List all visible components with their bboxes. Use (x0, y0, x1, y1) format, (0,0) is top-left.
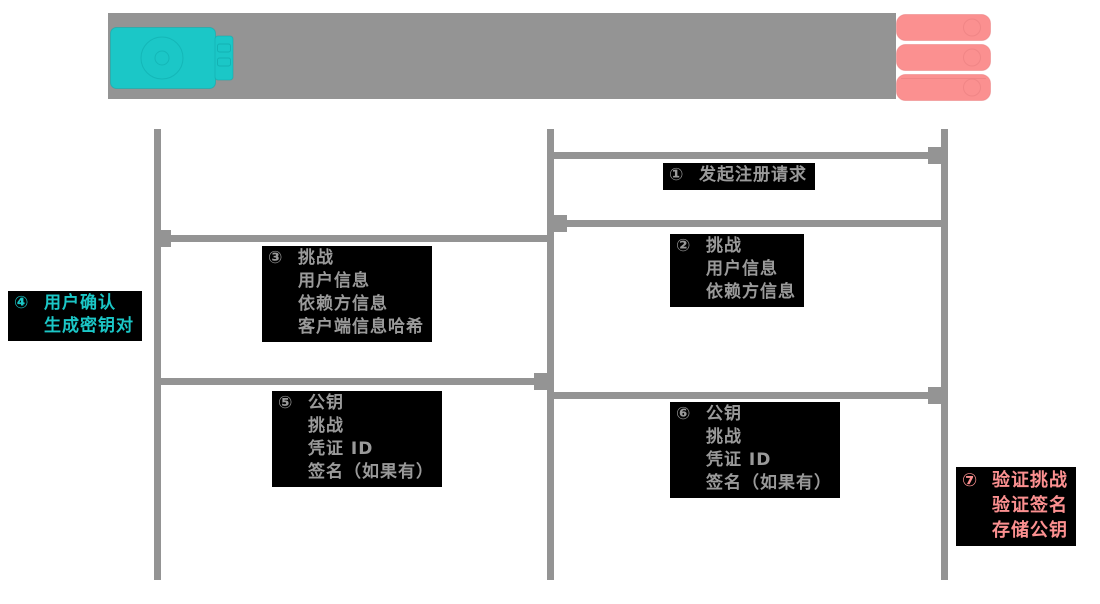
message-text: 依赖方信息 (706, 282, 796, 302)
message-text: 用户信息 (298, 271, 370, 291)
message-label-1: ① 发起注册请求 (663, 163, 815, 190)
message-label-5: ⑤ 公钥 挑战 凭证 ID 签名（如果有） (272, 391, 442, 487)
arrowhead-right-icon (928, 387, 941, 404)
lifeline-server (941, 129, 948, 580)
message-text: 公钥 (308, 393, 344, 413)
note-text: 用户确认 (44, 293, 116, 313)
step-number: ⑦ (962, 470, 979, 491)
message-arrow-2 (567, 220, 941, 227)
message-text: 签名（如果有） (308, 462, 434, 482)
message-text: 挑战 (706, 427, 742, 447)
message-label-2: ② 挑战 用户信息 依赖方信息 (670, 234, 804, 307)
title-bar (108, 13, 896, 99)
note-label-4: ④ 用户确认 生成密钥对 (8, 291, 142, 341)
note-text: 存储公钥 (992, 520, 1068, 541)
message-text: 公钥 (706, 404, 742, 424)
step-number: ③ (268, 248, 284, 268)
lifeline-authenticator (154, 129, 161, 580)
step-number: ⑤ (278, 393, 294, 413)
message-arrow-6 (554, 392, 928, 399)
message-text: 客户端信息哈希 (298, 317, 424, 337)
server-icon (896, 14, 991, 101)
lifeline-client (547, 129, 554, 580)
note-text: 验证挑战 (992, 470, 1068, 491)
message-arrow-3 (171, 235, 547, 242)
note-text: 生成密钥对 (44, 316, 134, 336)
arrowhead-left-icon (554, 215, 567, 232)
message-text: 依赖方信息 (298, 294, 388, 314)
note-label-7: ⑦ 验证挑战 验证签名 存储公钥 (956, 467, 1076, 546)
step-number: ④ (14, 293, 30, 313)
message-label-3: ③ 挑战 用户信息 依赖方信息 客户端信息哈希 (262, 246, 432, 342)
arrowhead-right-icon (534, 373, 547, 390)
message-text: 凭证 ID (706, 450, 772, 470)
message-text: 凭证 ID (308, 439, 374, 459)
step-number: ⑥ (676, 404, 692, 424)
step-number: ② (676, 236, 692, 256)
message-text: 挑战 (298, 248, 334, 268)
message-text: 发起注册请求 (699, 165, 807, 185)
message-text: 挑战 (706, 236, 742, 256)
message-label-6: ⑥ 公钥 挑战 凭证 ID 签名（如果有） (670, 402, 840, 498)
message-text: 签名（如果有） (706, 473, 832, 493)
message-arrow-5 (161, 378, 534, 385)
arrowhead-left-icon (158, 230, 171, 247)
message-text: 用户信息 (706, 259, 778, 279)
message-arrow-1 (554, 152, 930, 159)
step-number: ① (669, 165, 685, 185)
arrowhead-right-icon (928, 147, 941, 164)
message-text: 挑战 (308, 416, 344, 436)
note-text: 验证签名 (992, 495, 1068, 516)
usb-security-key-icon (110, 27, 234, 89)
